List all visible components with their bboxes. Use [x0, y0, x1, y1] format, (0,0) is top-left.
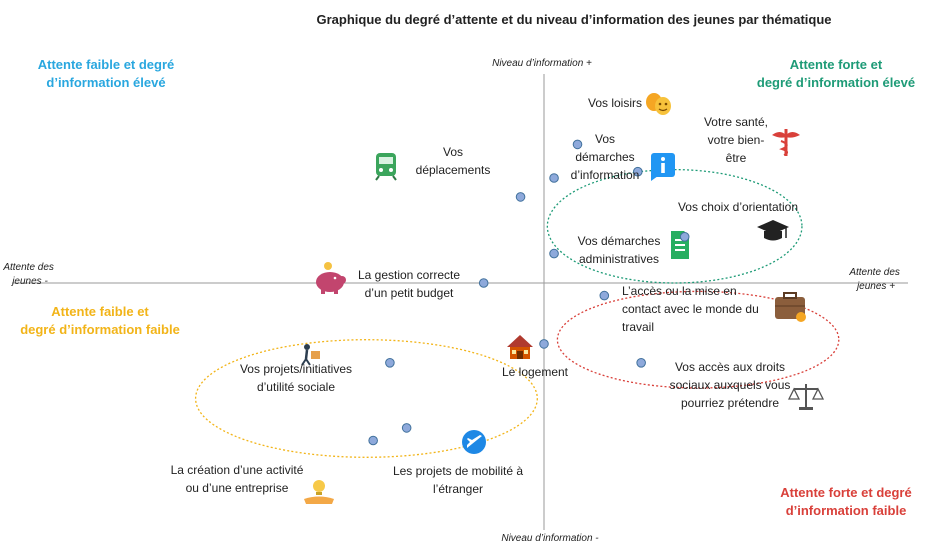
data-points	[368, 139, 690, 446]
info-icon	[651, 153, 675, 181]
train-icon	[375, 153, 397, 181]
point-logement	[539, 339, 549, 349]
piggy-bank-icon	[316, 262, 346, 294]
volunteer-icon	[301, 344, 320, 366]
point-creation-entreprise	[368, 435, 378, 446]
lightbulb-hand-icon	[304, 480, 334, 504]
theater-masks-icon	[646, 93, 671, 115]
chart-title: Graphique du degré d’attente et du nivea…	[316, 12, 831, 27]
point-label-loisirs: Vos loisirs	[588, 96, 642, 110]
cluster-ellipse-top-right	[546, 168, 803, 284]
point-mobilite	[401, 423, 412, 433]
point-label-orientation: Vos choix d’orientation	[678, 200, 798, 214]
graduation-cap-icon	[757, 220, 789, 241]
point-label-sante: Votre santé,votre bien-être	[704, 115, 768, 165]
point-travail	[599, 290, 610, 301]
point-demarches-info	[549, 173, 559, 183]
y-axis-bottom-label: Niveau d’information -	[501, 533, 599, 544]
x-axis-right-label: Attente des jeunes +	[848, 267, 902, 292]
airplane-icon	[462, 430, 486, 454]
point-demarches-admin	[549, 248, 559, 259]
x-axis-left-label: Attente des jeunes -	[2, 262, 56, 287]
y-axis-top-label: Niveau d’information +	[492, 58, 592, 69]
point-deplacements	[515, 192, 526, 202]
briefcase-icon	[775, 292, 806, 322]
cluster-ellipse-bottom-left	[194, 339, 538, 458]
point-sante	[633, 166, 643, 177]
scales-icon	[787, 384, 825, 410]
point-loisirs	[572, 139, 583, 150]
cluster-ellipse-bottom-right	[556, 290, 840, 389]
point-projets-utilite	[385, 358, 395, 368]
caduceus-icon	[772, 129, 800, 156]
cluster-ellipses	[194, 168, 840, 458]
point-budget	[478, 278, 489, 288]
point-droits-sociaux	[636, 358, 646, 368]
house-icon	[507, 335, 533, 359]
point-orientation	[679, 232, 690, 242]
point-label-logement: Le logement	[502, 365, 569, 379]
